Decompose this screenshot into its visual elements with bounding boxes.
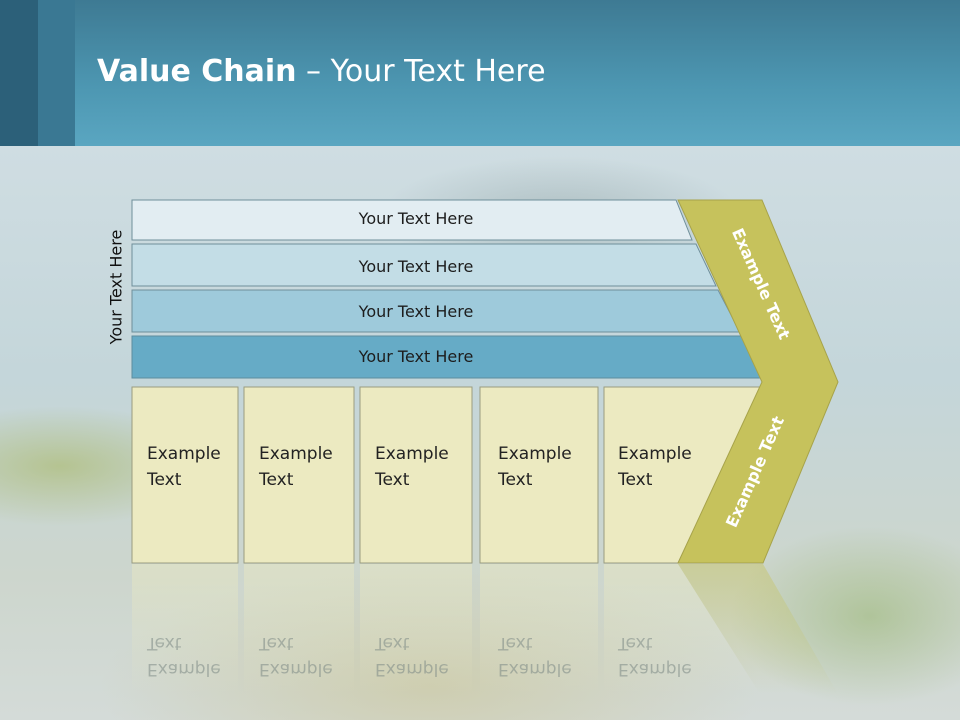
reflection-text-4a: Example	[498, 659, 572, 679]
reflection-text-3a: Example	[375, 659, 449, 679]
box-reflection-4	[480, 564, 598, 694]
box-reflection-5	[604, 564, 760, 694]
bar-label-1: Your Text Here	[358, 209, 474, 228]
box-4	[479, 386, 599, 564]
box-reflection-3	[360, 564, 472, 694]
chevron-arrow	[677, 199, 839, 564]
title-rest: – Your Text Here	[296, 54, 546, 89]
box-text-4a: Example	[498, 444, 572, 464]
reflection-text-2a: Example	[259, 659, 333, 679]
chevron-reflection	[678, 564, 838, 694]
reflection-text-2b: Text	[258, 633, 294, 653]
box-text-5a: Example	[618, 444, 692, 464]
header-accent-dark	[0, 0, 38, 146]
box-text-3a: Example	[375, 444, 449, 464]
box-reflection-2	[244, 564, 354, 694]
header-accent-mid	[38, 0, 75, 146]
box-1	[131, 386, 239, 564]
bar-1	[131, 199, 693, 241]
box-text-1b: Text	[146, 470, 182, 490]
box-reflection-1	[132, 564, 238, 694]
header-banner	[0, 0, 960, 146]
reflection-text-5b: Text	[617, 633, 653, 653]
box-text-1a: Example	[147, 444, 221, 464]
bar-label-3: Your Text Here	[358, 302, 474, 321]
reflection-text-3b: Text	[374, 633, 410, 653]
box-text-4b: Text	[497, 470, 533, 490]
box-text-5b: Text	[617, 470, 653, 490]
bar-label-2: Your Text Here	[358, 257, 474, 276]
box-text-3b: Text	[374, 470, 410, 490]
reflection-text-1a: Example	[147, 659, 221, 679]
reflection-text-1b: Text	[146, 633, 182, 653]
slide-title: Value Chain – Your Text Here	[97, 54, 546, 89]
box-2	[243, 386, 355, 564]
bar-label-4: Your Text Here	[358, 347, 474, 366]
box-text-2a: Example	[259, 444, 333, 464]
reflection-text-4b: Text	[497, 633, 533, 653]
reflection-group: Example Text Example Text Example Text E…	[132, 564, 838, 694]
bar-2	[131, 243, 717, 287]
box-3	[359, 386, 473, 564]
reflection-text-5a: Example	[618, 659, 692, 679]
title-bold: Value Chain	[97, 54, 297, 89]
box-text-2b: Text	[258, 470, 294, 490]
